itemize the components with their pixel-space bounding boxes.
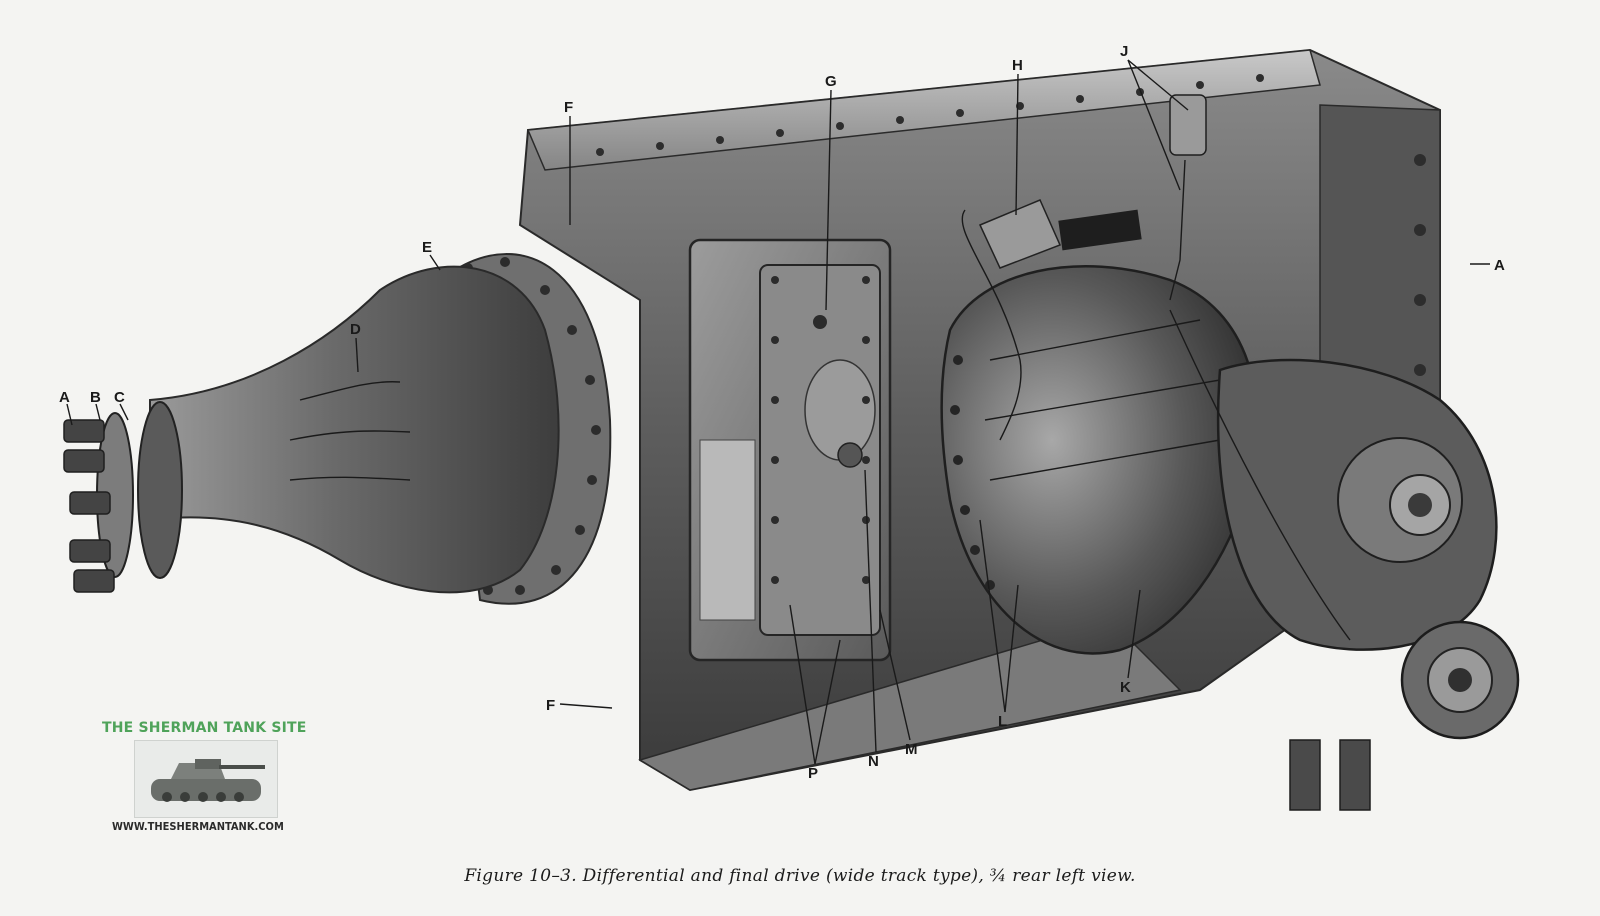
callout-c: C (114, 389, 125, 406)
breather-cover (978, 199, 1142, 269)
callout-p: P (808, 765, 818, 782)
callout-labels: A B C D E F F G H J A K L M N P (59, 43, 1505, 782)
axle-end-flange (63, 401, 183, 593)
callout-g: G (825, 73, 837, 90)
callout-h: H (1012, 57, 1023, 74)
callout-k: K (1120, 679, 1131, 696)
callout-l: L (998, 713, 1007, 730)
watermark-title: THE SHERMAN TANK SITE (102, 720, 307, 736)
callout-m: M (905, 741, 918, 758)
sherman-tank-icon (134, 740, 278, 818)
output-coupling (1289, 620, 1520, 811)
inspection-cover (688, 238, 892, 662)
callout-b: B (90, 389, 101, 406)
oil-lines (961, 94, 1351, 641)
figure-caption: Figure 10–3. Differential and final driv… (464, 866, 1136, 886)
callout-j: J (1120, 43, 1128, 60)
axle-housing-cone (149, 265, 560, 594)
watermark-url: WWW.THESHERMANTANK.COM (112, 820, 284, 833)
callout-f-top: F (564, 99, 573, 116)
callout-a-left: A (59, 389, 70, 406)
callout-e: E (422, 239, 432, 256)
callout-f-bottom: F (546, 697, 555, 714)
callout-d: D (350, 321, 361, 338)
final-drive-gearbox (1216, 358, 1498, 651)
callout-a-right: A (1494, 257, 1505, 274)
leader-lines (66, 59, 1490, 765)
callout-n: N (868, 753, 879, 770)
